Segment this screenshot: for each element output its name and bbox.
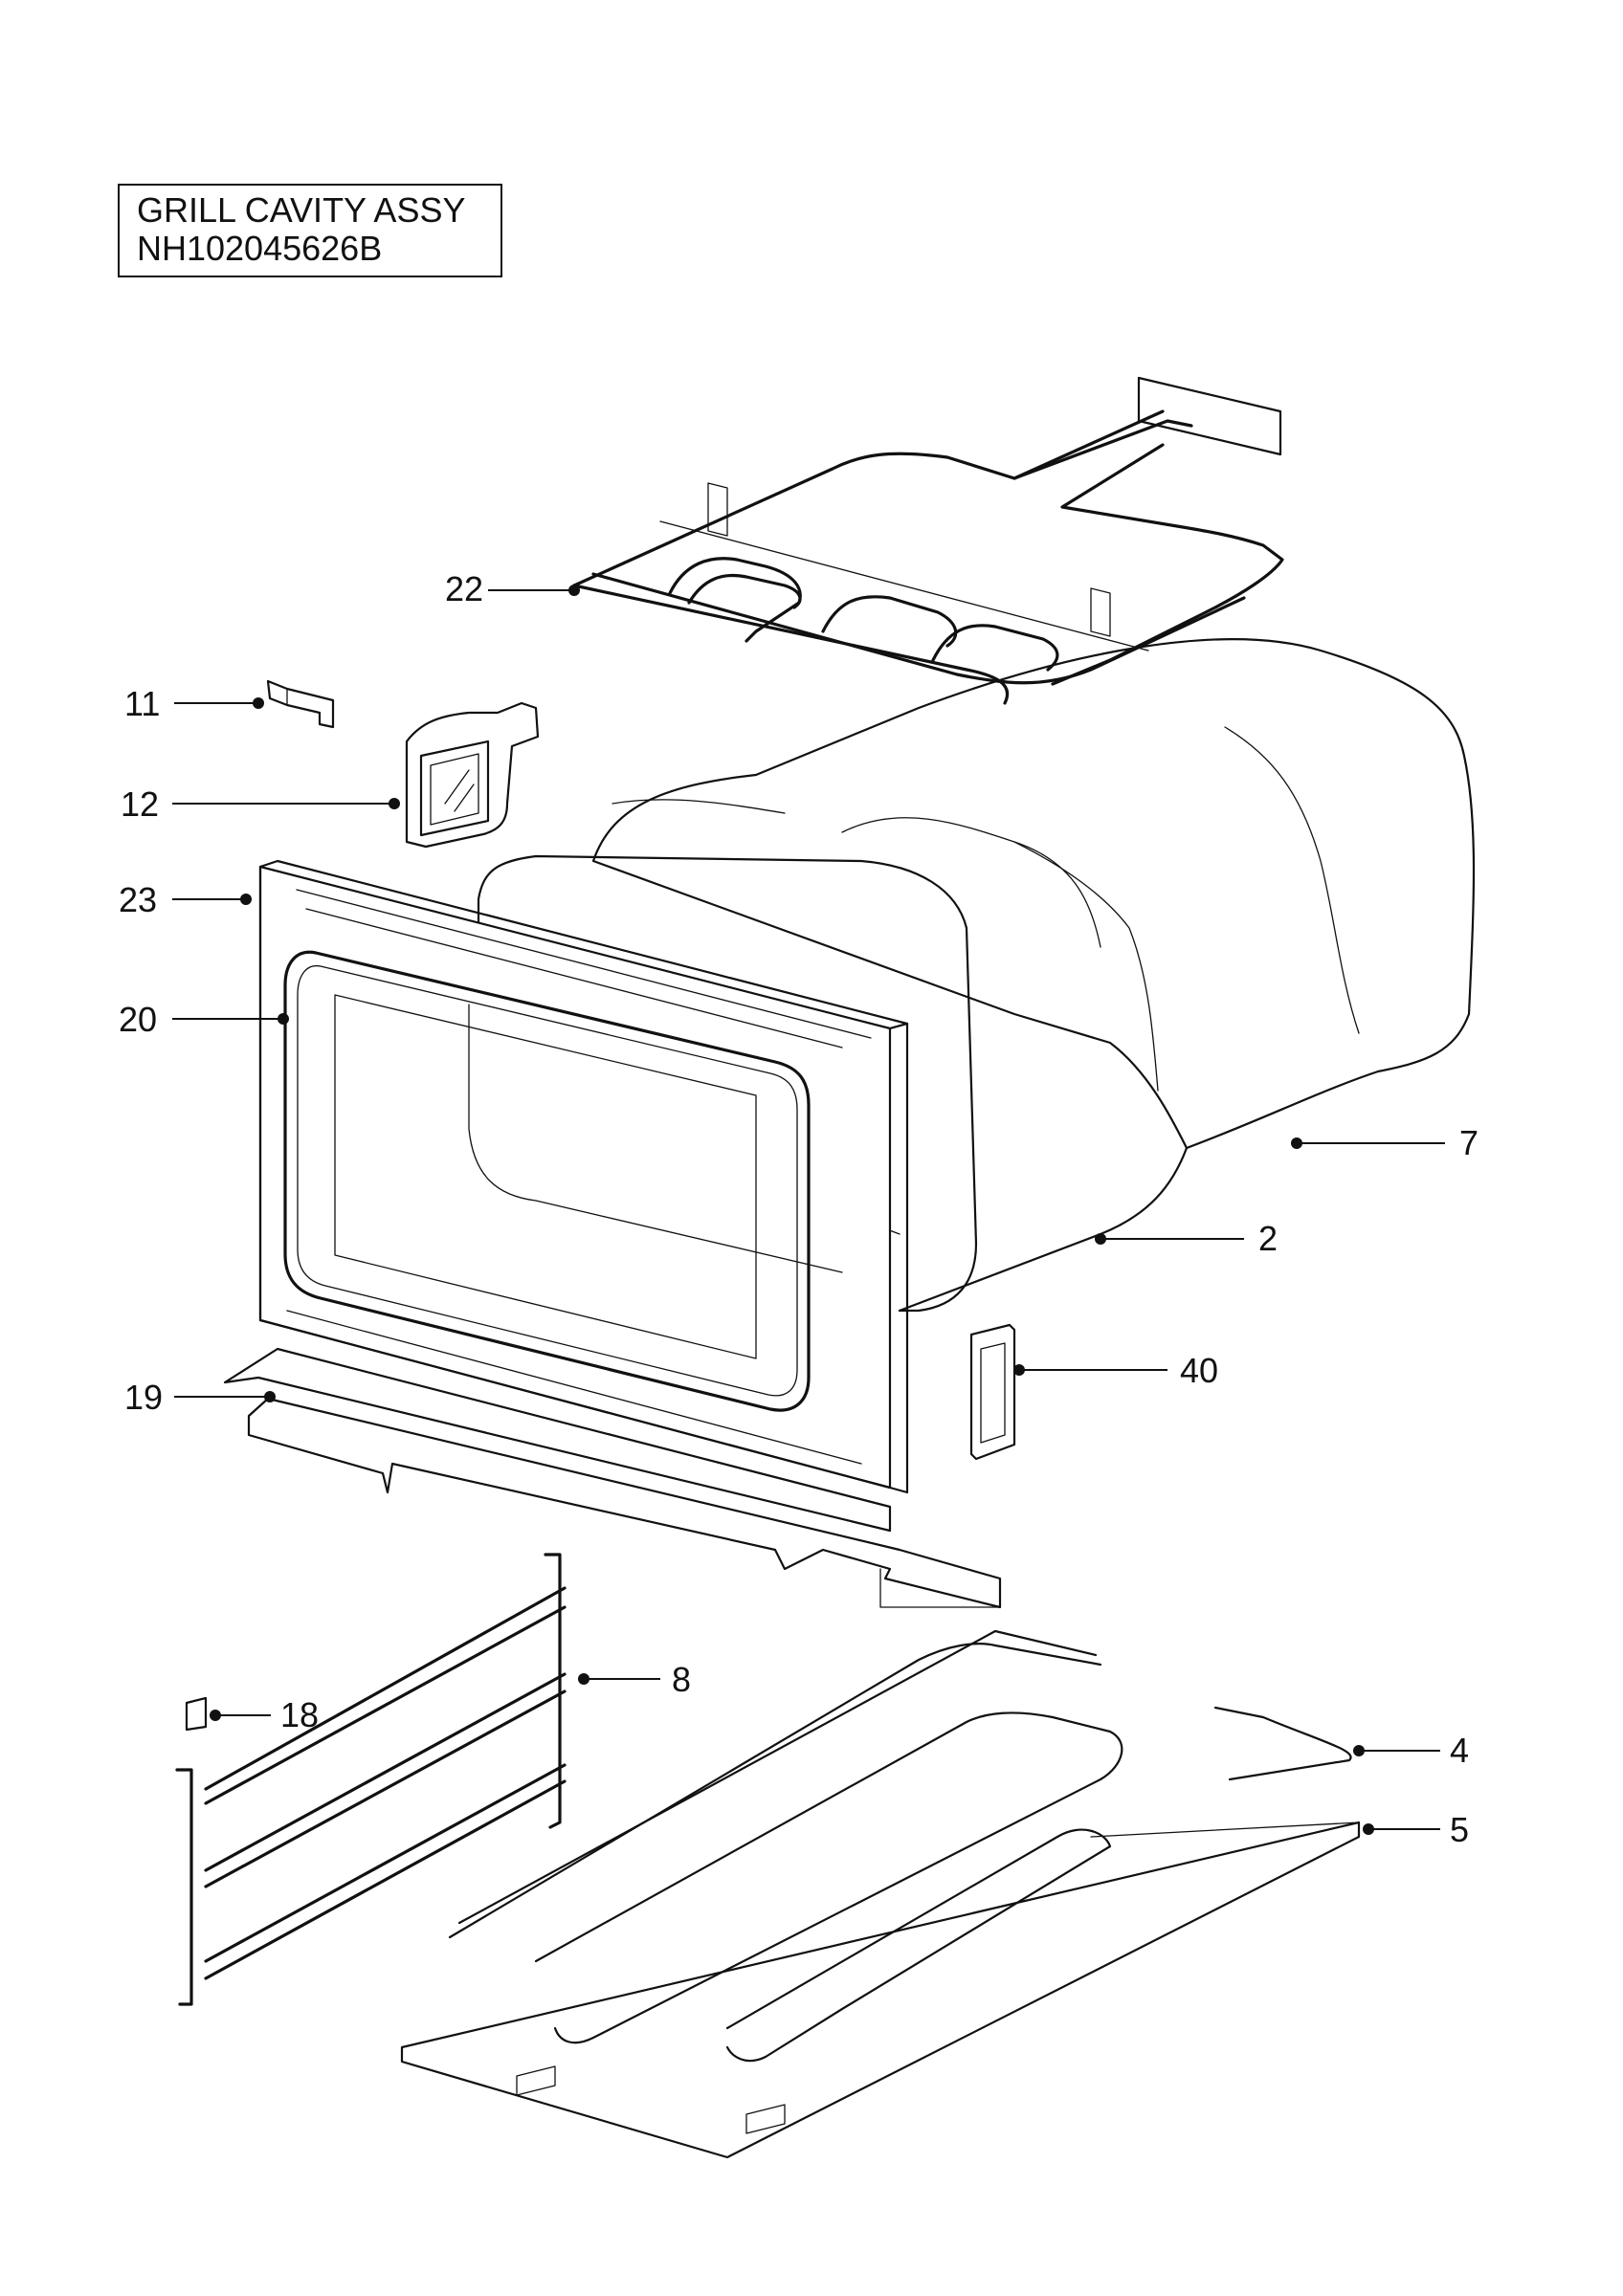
callout-label: 18	[280, 1695, 319, 1734]
callout-label: 5	[1450, 1810, 1469, 1849]
callout-label: 19	[124, 1378, 163, 1417]
callout-label: 4	[1450, 1731, 1469, 1770]
callout-label: 8	[672, 1660, 691, 1699]
title-box: GRILL CAVITY ASSY NH102045626B	[118, 184, 502, 277]
callout-4: 4	[1353, 1731, 1469, 1770]
grill-element	[572, 376, 1284, 705]
callout-label: 40	[1180, 1351, 1218, 1390]
callout-label: 11	[124, 684, 160, 723]
small-bracket	[266, 679, 335, 729]
oven-lamp	[405, 701, 540, 849]
insulation-wrap	[591, 638, 1476, 1150]
callout-11: 11	[124, 684, 264, 723]
callout-label: 20	[119, 1000, 157, 1039]
callout-label: 23	[119, 880, 157, 919]
part-number: NH102045626B	[137, 229, 383, 268]
shelf-runner	[175, 1553, 567, 2006]
callout-19: 19	[124, 1378, 276, 1417]
callout-12: 12	[121, 784, 400, 824]
door-seal	[283, 950, 811, 1412]
callout-40: 40	[1013, 1351, 1218, 1390]
callout-23: 23	[119, 880, 252, 919]
callout-label: 22	[445, 569, 483, 608]
clip	[185, 1696, 208, 1732]
callout-2: 2	[1095, 1219, 1278, 1258]
callout-label: 7	[1459, 1123, 1478, 1162]
callout-18: 18	[210, 1695, 319, 1734]
bottom-front-bracket	[223, 1347, 1002, 1609]
callout-5: 5	[1363, 1810, 1469, 1849]
callout-20: 20	[119, 1000, 289, 1039]
assembly-name: GRILL CAVITY ASSY	[137, 190, 466, 230]
door-switch	[969, 1323, 1016, 1461]
callout-8: 8	[578, 1660, 691, 1699]
bottom-heating-element	[448, 1629, 1352, 2063]
front-frame	[258, 859, 909, 1494]
callout-label: 12	[121, 784, 159, 824]
callout-7: 7	[1291, 1123, 1478, 1162]
callout-label: 2	[1258, 1219, 1278, 1258]
callout-22: 22	[445, 569, 580, 608]
base-plate	[400, 1821, 1361, 2159]
